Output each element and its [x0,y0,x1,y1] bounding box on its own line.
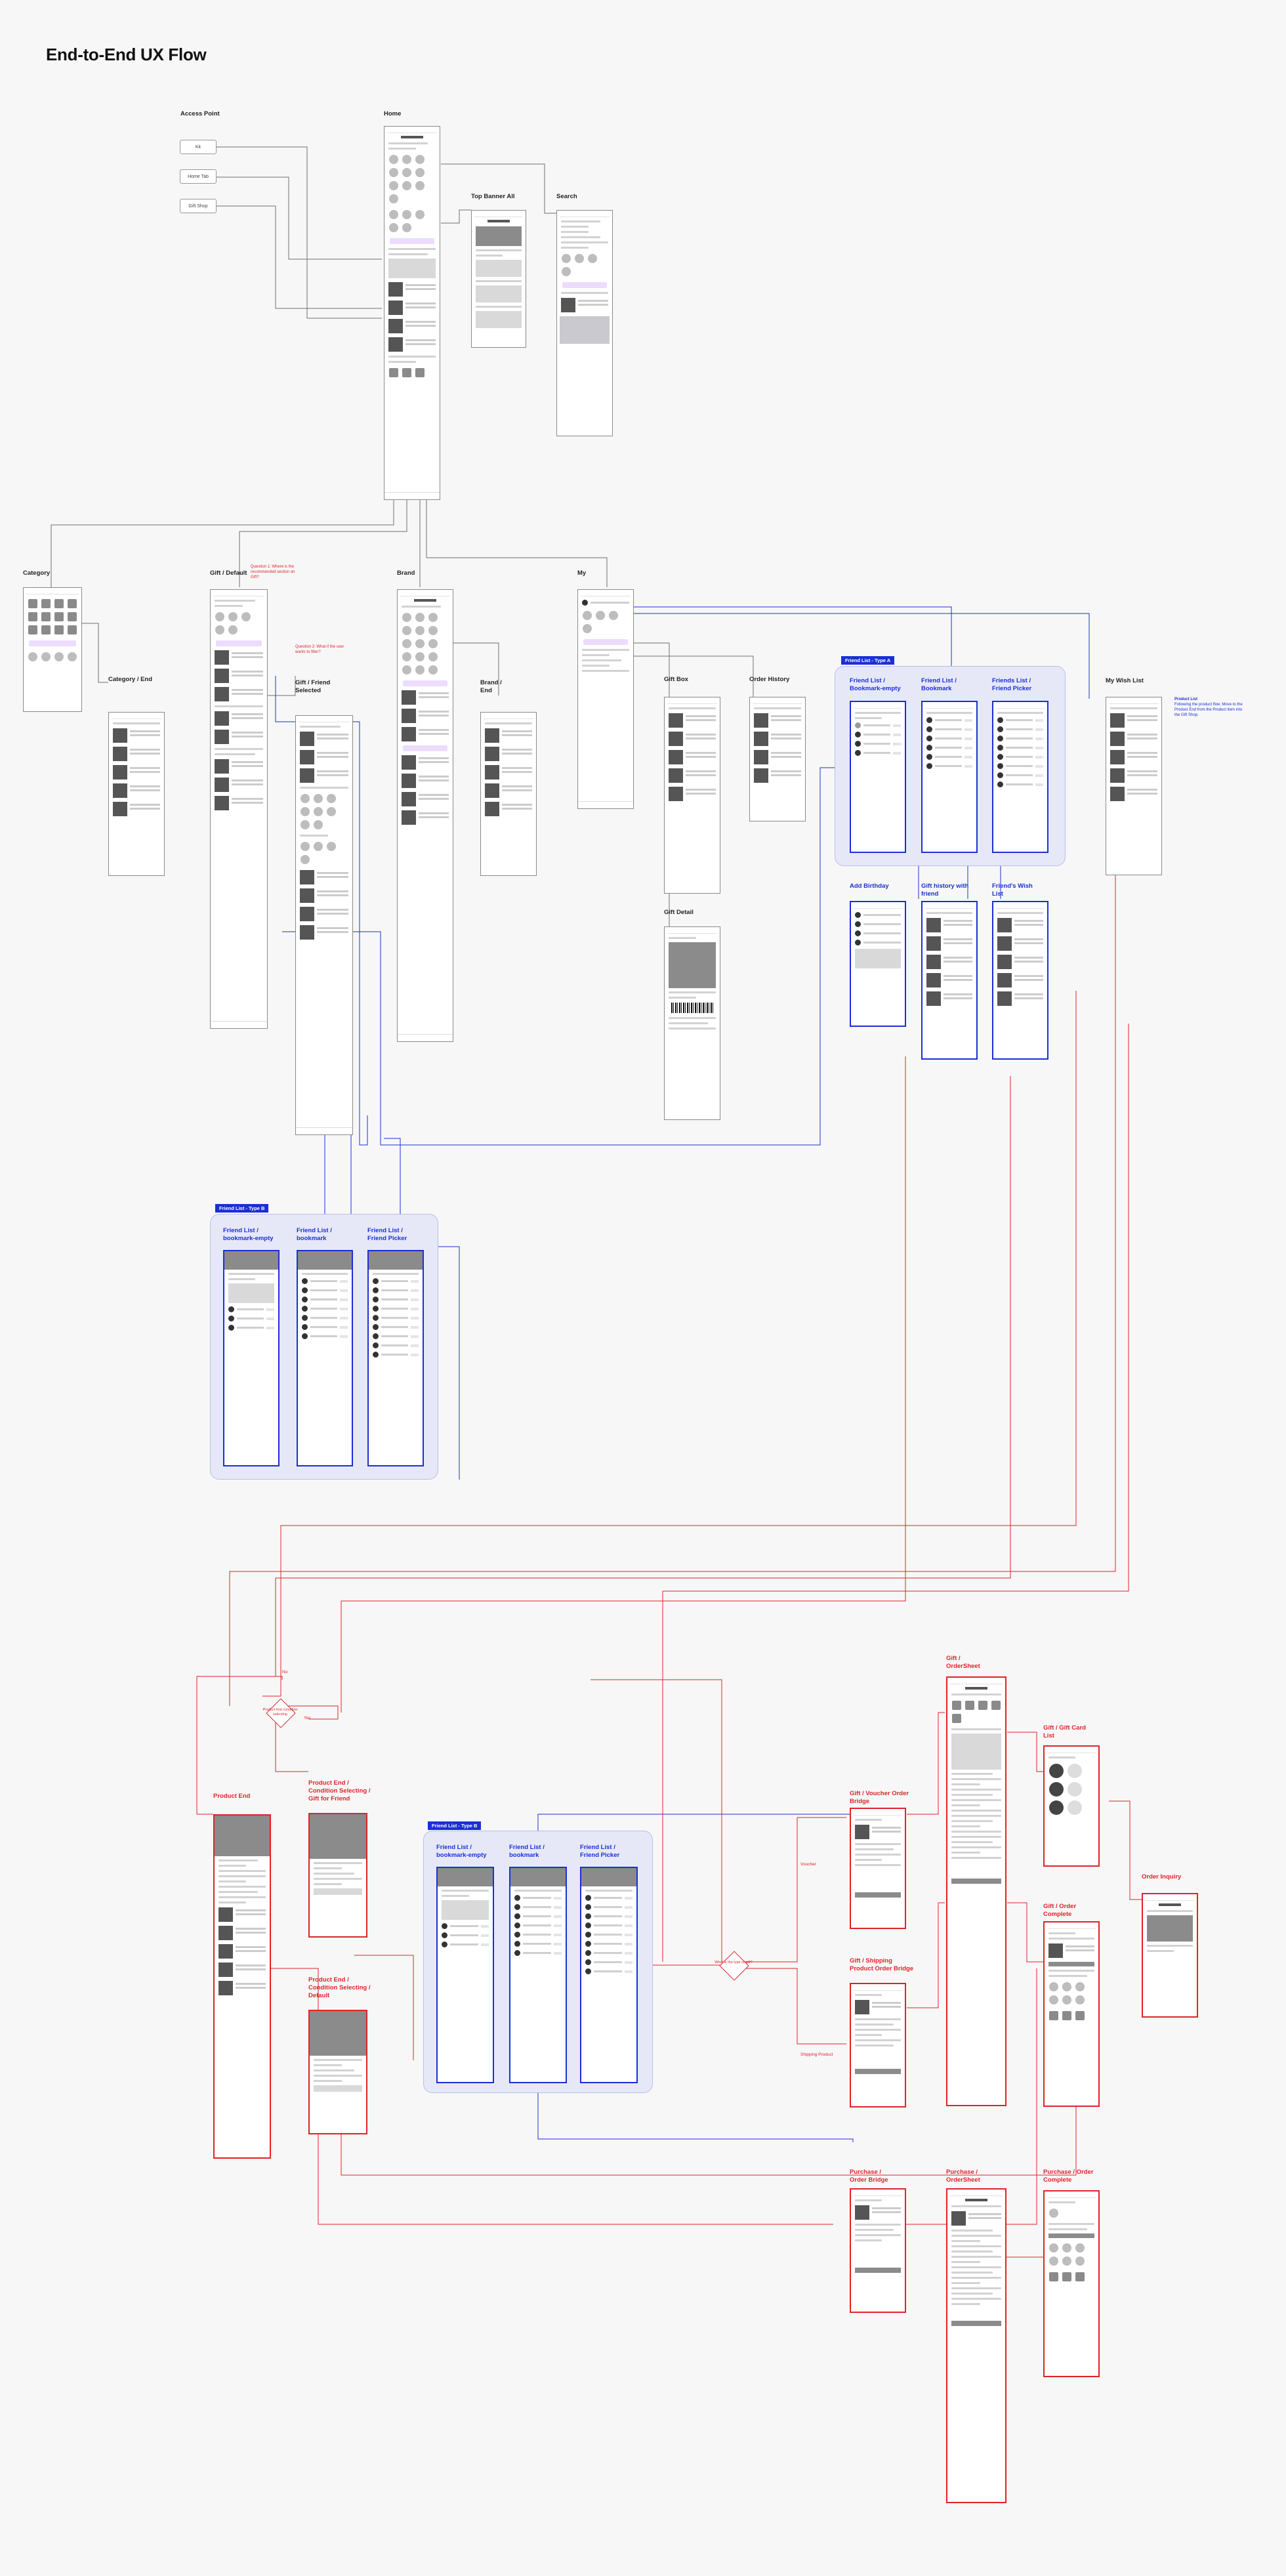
label-category: Category [23,570,51,577]
label-shipping-bridge: Gift / Shipping Product Order Bridge [850,1957,914,1972]
screen-gift-order-complete[interactable] [1043,1921,1100,2107]
tag-friend-list-type-b2: Friend List - Type B [428,1821,482,1830]
connector-yes: Yes [304,1716,311,1720]
tag-friend-list-type-b: Friend List - Type B [215,1204,269,1213]
label-product-end-gift-friend: Product End / Condition Selecting / Gift… [308,1779,371,1802]
label-gift-default: Gift / Default [210,570,247,577]
label-purchase-ordersheet: Purchase / OrderSheet [946,2169,980,2184]
note-gift-default-q: Question 1: Where is the recommended sec… [251,565,295,579]
connector-shipping: Shipping Product [800,2052,833,2057]
screen-brand[interactable] [397,589,453,1042]
note-gift-selected-q: Question 2: What if the user wants to fi… [295,645,344,654]
screen-shipping-bridge[interactable] [850,1983,906,2108]
screen-gift-friend-selected[interactable] [295,715,353,1135]
screen-flb2-bookmark[interactable] [509,1867,567,2083]
screen-flb-bookmark-empty[interactable] [223,1250,280,1466]
label-friends-wish-list: Friend's Wish List [992,883,1033,898]
label-purchase-order-complete: Purchase / Order Complete [1043,2169,1094,2184]
screen-product-end-default[interactable] [308,2010,367,2134]
decision-login-label: Product first condition selecting [262,1708,298,1716]
label-search: Search [556,193,577,200]
screen-flb-bookmark[interactable] [297,1250,353,1466]
label-flb-friend-picker: Friend List / Friend Picker [367,1227,407,1242]
screen-my[interactable] [577,589,634,809]
screen-top-banner-all[interactable] [471,210,526,348]
page-title: End-to-End UX Flow [46,45,207,64]
screen-order-history[interactable] [749,697,806,821]
label-my-wish-list: My Wish List [1106,677,1144,684]
label-my: My [577,570,587,577]
access-point-kk[interactable]: Kk [180,140,217,154]
label-category-end: Category / End [108,676,153,683]
label-order-history: Order History [749,676,790,683]
label-product-end-default: Product End / Condition Selecting / Defa… [308,1976,371,1999]
label-gift-order-complete: Gift / Order Complete [1043,1903,1077,1918]
label-brand: Brand [397,570,415,577]
screen-fla-friend-picker[interactable] [992,701,1048,853]
label-flb2-bookmark-empty: Friend List / bookmark-empty [436,1844,487,1859]
label-top-banner-all: Top Banner All [471,193,515,200]
screen-home[interactable] [384,126,440,500]
screen-fla-bookmark-empty[interactable] [850,701,906,853]
screen-flb-friend-picker[interactable] [367,1250,424,1466]
screen-gift-box[interactable] [664,697,720,894]
label-flb-bookmark: Friend List / bookmark [297,1227,332,1242]
label-gift-friend-selected: Gift / Friend Selected [295,679,331,694]
screen-friends-wish-list[interactable] [992,901,1048,1060]
screen-search[interactable] [556,210,613,436]
label-product-end: Product End [213,1793,251,1800]
label-fla-bookmark-empty: Friend List / Bookmark-empty [850,677,901,692]
screen-voucher-bridge[interactable] [850,1808,906,1929]
screen-product-end[interactable] [213,1814,271,2159]
access-point-heading: Access Point [180,110,220,117]
screen-flb2-bookmark-empty[interactable] [436,1867,494,2083]
label-voucher-bridge: Gift / Voucher Order Bridge [850,1790,909,1805]
screen-gift-detail[interactable] [664,926,720,1120]
label-brand-end: Brand / End [480,679,502,694]
label-flb-bookmark-empty: Friend List / bookmark-empty [223,1227,274,1242]
screen-gift-history-friend[interactable] [921,901,978,1060]
label-gift-ordersheet: Gift / OrderSheet [946,1655,980,1670]
screen-gift-ordersheet[interactable] [946,1676,1006,2106]
label-purchase-bridge: Purchase / Order Bridge [850,2169,888,2184]
connector-no: No [282,1670,288,1674]
screen-gift-default[interactable] [210,589,268,1029]
screen-my-wish-list[interactable] [1106,697,1162,875]
access-point-home-tab[interactable]: Home Tab [180,169,217,184]
label-order-inquiry: Order Inquiry [1142,1873,1182,1880]
label-gift-box: Gift Box [664,676,688,683]
screen-order-inquiry[interactable] [1142,1893,1198,2018]
label-gift-card-list: Gift / Gift Card List [1043,1724,1086,1739]
screen-flb2-friend-picker[interactable] [580,1867,638,2083]
screen-purchase-bridge[interactable] [850,2188,906,2313]
screen-product-end-gift-friend[interactable] [308,1813,367,1938]
screen-purchase-ordersheet[interactable] [946,2188,1006,2503]
access-point-gift-shop[interactable]: Gift Shop [180,199,217,213]
label-fla-bookmark: Friend List / Bookmark [921,677,957,692]
screen-gift-card-list[interactable] [1043,1745,1100,1867]
decision-gift-type-label: What is the type of gift? [715,1961,753,1964]
screen-category[interactable] [23,587,82,712]
label-fla-friend-picker: Friends List / Friend Picker [992,677,1032,692]
screen-category-end[interactable] [108,712,165,876]
screen-add-birthday[interactable] [850,901,906,1027]
screen-purchase-order-complete[interactable] [1043,2190,1100,2377]
label-gift-history-friend: Gift history with friend [921,883,969,898]
screen-fla-bookmark[interactable] [921,701,978,853]
label-home: Home [384,110,402,117]
barcode-icon [671,1003,713,1013]
tag-friend-list-type-a: Friend List - Type A [841,656,895,665]
label-flb2-friend-picker: Friend List / Friend Picker [580,1844,620,1859]
label-add-birthday: Add Birthday [850,883,889,890]
label-gift-detail: Gift Detail [664,909,694,916]
connector-voucher: Voucher [800,1862,816,1867]
label-flb2-bookmark: Friend List / bookmark [509,1844,545,1859]
screen-brand-end[interactable] [480,712,537,876]
